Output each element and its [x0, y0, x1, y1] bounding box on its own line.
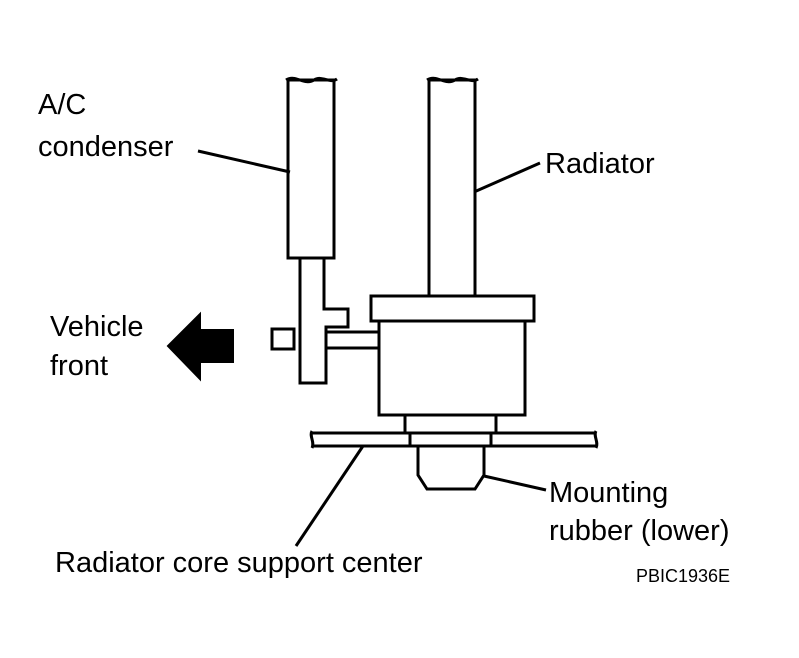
- condenser-bracket: [298, 256, 350, 385]
- leader-core-support: [294, 445, 365, 547]
- label-radiator: Radiator: [545, 148, 655, 180]
- ac-condenser: [285, 76, 338, 260]
- leader-ac-condenser: [197, 149, 291, 174]
- label-mounting-rubber-line2: rubber (lower): [549, 515, 730, 547]
- bracket-pin: [270, 327, 296, 351]
- radiator-lower-mount-cup: [377, 318, 527, 417]
- figure-code: PBIC1936E: [636, 566, 730, 586]
- label-ac-line1: A/C: [38, 89, 86, 121]
- label-ac-line2: condenser: [38, 131, 174, 163]
- label-core-support: Radiator core support center: [55, 547, 423, 579]
- label-vehicle-front-line2: front: [50, 350, 108, 382]
- leader-radiator: [473, 161, 541, 194]
- leader-mounting-rubber: [483, 474, 547, 492]
- radiator-core: [426, 76, 479, 298]
- label-mounting-rubber-line1: Mounting: [549, 477, 668, 509]
- label-vehicle-front-line1: Vehicle: [50, 311, 144, 343]
- arrow-left-icon: [166, 311, 234, 382]
- radiator-lower-mount-flange: [369, 294, 536, 323]
- mounting-rubber-lower: [403, 413, 498, 491]
- bracket-tab: [324, 330, 381, 350]
